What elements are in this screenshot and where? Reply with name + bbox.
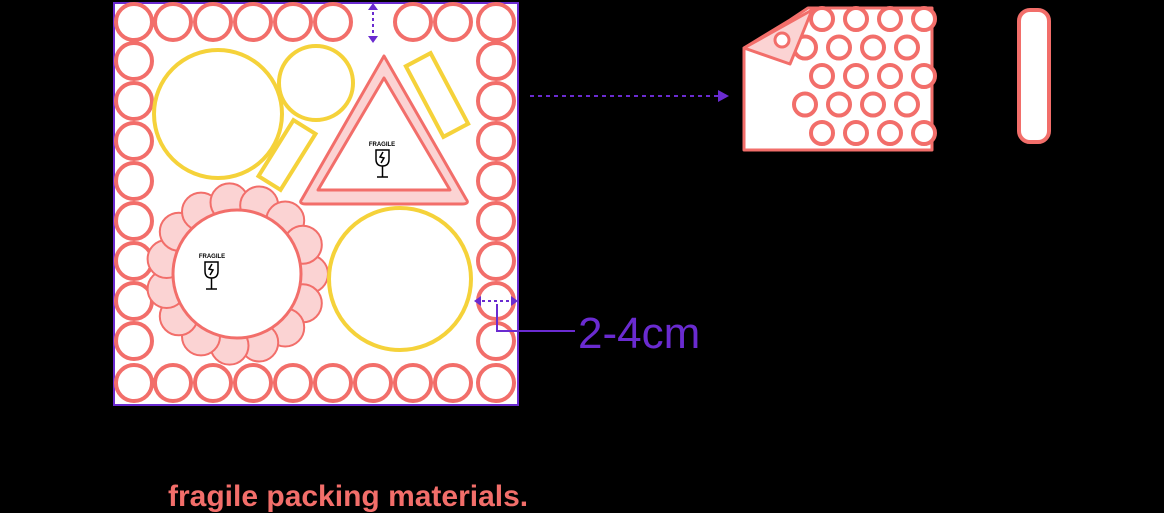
border-bubble [114,363,154,403]
packed-items: FRAGILE FRAGILE [146,44,473,366]
bubble-wrap-side-profile [1017,8,1051,144]
border-bubble [193,2,233,42]
border-bubble [476,363,516,403]
border-bubble [393,2,433,42]
border-bubble [233,2,273,42]
sheet-bubble [826,91,852,118]
fragile-label-triangle: FRAGILE [369,142,395,148]
sheet-bubble [843,6,869,32]
border-bubble [476,201,516,241]
sheet-bubble [843,63,869,89]
dimension-label: 2-4cm [578,309,700,358]
border-bubble [476,241,516,281]
border-bubble [273,2,313,42]
border-bubble [273,363,313,403]
border-bubble [393,363,433,403]
sheet-body [742,6,934,152]
border-bubble [114,161,154,201]
border-bubble [476,2,516,42]
sheet-bubble [911,6,937,32]
sheet-bubble [877,6,903,32]
sheet-bubble [826,34,852,61]
sheet-bubble [792,91,818,118]
large-round-item-bottom-right [327,206,473,352]
top-gap-indicator [368,3,378,43]
fragile-glass-icon [204,261,219,290]
border-bubble [476,41,516,81]
large-round-item [152,48,284,180]
sheet-bubble [843,120,869,146]
border-bubble [114,81,154,121]
border-bubble [233,363,273,403]
border-bubble [114,2,154,42]
border-bubble [114,121,154,161]
small-rect-item-left [255,117,319,193]
sheet-bubble [809,63,835,89]
small-rect-item-right [403,50,471,140]
border-bubble [114,41,154,81]
triangle-inner [316,76,452,192]
border-bubble [114,201,154,241]
border-bubble [476,121,516,161]
border-bubble [114,241,154,281]
fragile-round-item: FRAGILE [146,182,329,366]
side-gap-indicator [474,296,575,332]
sheet-bubble [877,120,903,146]
dashed-arrow-icon [530,90,729,102]
border-bubble [153,2,193,42]
sheet-bubble [860,34,886,61]
sheet-bubble [860,91,886,118]
border-bubble [476,161,516,201]
sheet-bubble [809,6,835,32]
round-item-body [171,208,303,340]
fragile-label-round: FRAGILE [199,254,225,260]
fragile-triangle-item: FRAGILE [299,54,469,206]
sheet-bubble [911,63,937,89]
border-bubble [193,363,233,403]
bubble-wrap-border [114,2,516,403]
border-bubble [433,363,473,403]
sheet-bubble [911,120,937,146]
fragile-glass-icon [375,149,390,178]
sheet-bubble [877,63,903,89]
border-bubble [114,281,154,321]
border-bubble [433,2,473,42]
sheet-bubbles [792,6,937,146]
border-bubble [313,2,353,42]
curl-bubble [773,31,791,49]
border-bubble [114,321,154,361]
border-bubble [353,363,393,403]
small-round-item [277,44,355,122]
sheet-bubble [894,34,920,61]
sheet-bubble [809,120,835,146]
bubble-wrap-sheet [742,6,937,152]
border-bubble [153,363,193,403]
border-bubble [313,363,353,403]
border-bubble [476,81,516,121]
sheet-bubble [894,91,920,118]
caption: fragile packing materials. [168,480,528,513]
